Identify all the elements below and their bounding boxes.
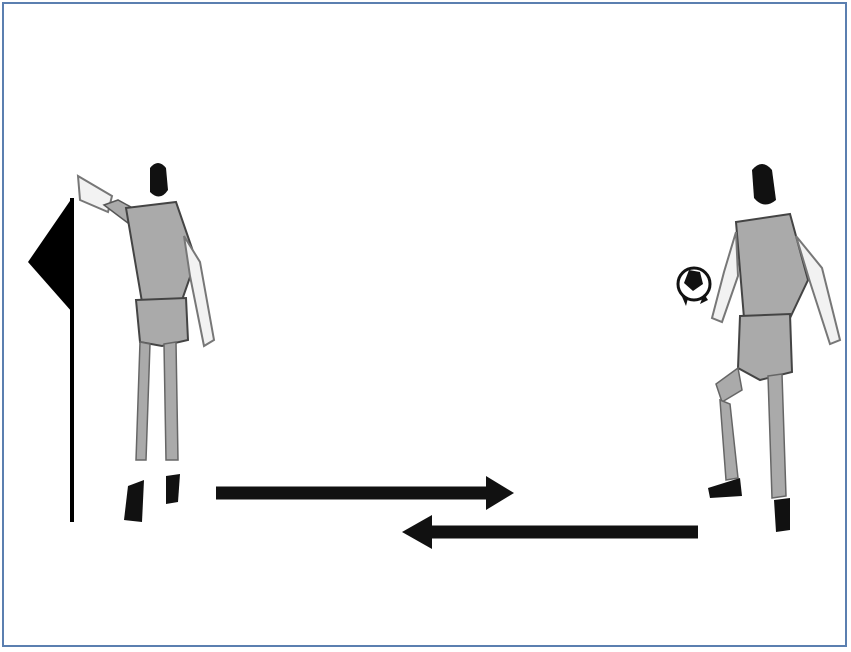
soccer-ball-icon	[678, 268, 710, 306]
player-juggling-figure	[708, 164, 840, 532]
corner-flag-icon	[28, 198, 72, 522]
arrow-left-icon	[402, 515, 698, 549]
assistant-referee-figure	[78, 163, 214, 522]
arrow-right-icon	[216, 476, 514, 510]
